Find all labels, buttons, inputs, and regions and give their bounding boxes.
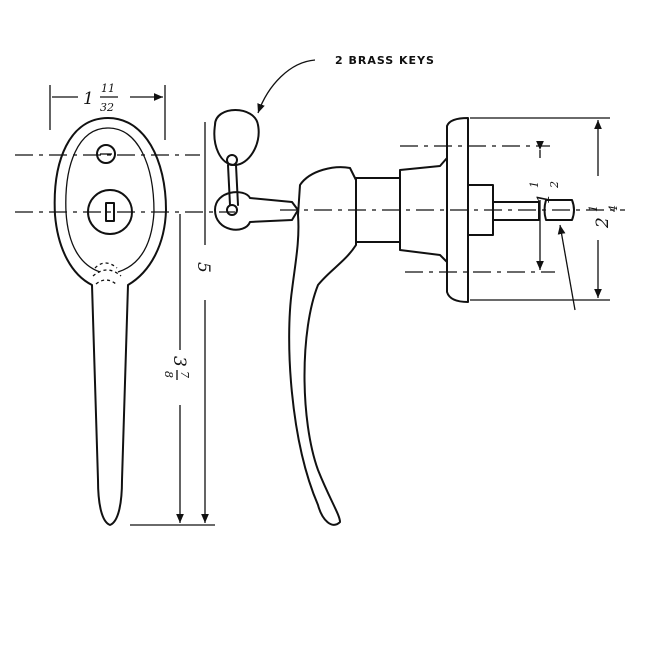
inner-numerator: 1 (528, 181, 541, 188)
escutcheon-inner (65, 127, 155, 273)
shaft-tip (543, 199, 575, 221)
screw-icon (96, 144, 116, 164)
width-denominator: 32 (100, 101, 114, 114)
lock-cylinder (87, 189, 133, 235)
grip-hatching (92, 262, 122, 285)
key-icon (214, 191, 299, 231)
width-whole: 1 (83, 89, 94, 109)
callout-leader (257, 59, 316, 114)
handle-numerator: 7 (178, 371, 191, 378)
shaft (492, 201, 540, 221)
key-tag (213, 109, 260, 166)
side-view: 2 1 4 1 1 2 (280, 117, 625, 526)
width-numerator: 11 (101, 82, 115, 95)
front-view: 1 11 32 5 3 7 8 (15, 82, 235, 526)
height-total: 5 (193, 262, 213, 273)
outer-denominator: 4 (607, 205, 620, 213)
flange (446, 117, 469, 303)
outer-whole: 2 (593, 217, 613, 229)
handle-denominator: 8 (162, 371, 175, 378)
callout-label: 2 BRASS KEYS (335, 54, 435, 67)
handle-outline (53, 117, 167, 526)
inner-denominator: 2 (548, 181, 561, 189)
keyhole-icon (105, 202, 115, 222)
keys: 2 BRASS KEYS (213, 54, 435, 231)
handle-whole: 3 (169, 356, 189, 367)
inner-whole: 1 (534, 193, 554, 204)
lever-side (288, 166, 357, 526)
outer-numerator: 1 (587, 205, 600, 212)
